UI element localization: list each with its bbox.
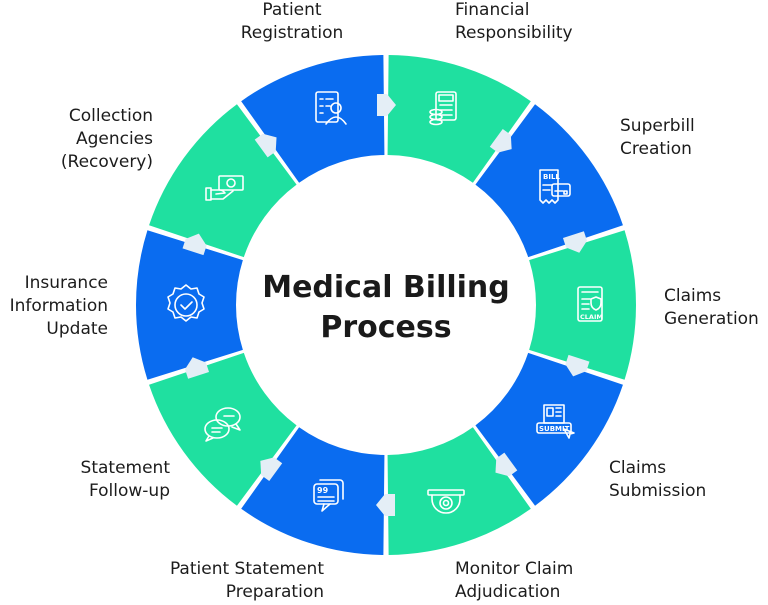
label-line: Superbill bbox=[620, 116, 695, 136]
flow-arrow-icon bbox=[377, 94, 396, 116]
label-line: (Recovery) bbox=[60, 152, 153, 172]
label-line: Generation bbox=[664, 309, 759, 329]
flow-arrow-icon bbox=[185, 357, 210, 379]
label-line: Registration bbox=[240, 23, 344, 43]
step-label-financial-responsibility: Financial Responsibility bbox=[455, 0, 573, 45]
diagram-title: Medical Billing Process bbox=[236, 268, 536, 348]
label-line: Preparation bbox=[225, 582, 324, 602]
svg-text:BILL: BILL bbox=[543, 173, 560, 181]
label-line: Insurance bbox=[24, 273, 108, 293]
ring-segment bbox=[529, 230, 637, 380]
flow-arrow-icon bbox=[182, 233, 207, 256]
label-line: Adjudication bbox=[455, 582, 561, 602]
step-label-claims-submission: Claims Submission bbox=[609, 457, 706, 503]
bill-card-icon: BILL bbox=[539, 169, 571, 204]
flow-arrow-icon bbox=[495, 452, 518, 477]
step-label-claims-generation: Claims Generation bbox=[664, 285, 759, 331]
label-line: Follow-up bbox=[88, 481, 170, 501]
camera-monitor-icon bbox=[427, 489, 465, 514]
svg-text:SUBMIT: SUBMIT bbox=[539, 425, 570, 433]
label-line: Financial bbox=[455, 0, 530, 20]
chat-bubbles-icon bbox=[204, 407, 241, 442]
step-label-insurance-information-update: Insurance Information Update bbox=[0, 272, 108, 341]
label-line: Responsibility bbox=[455, 23, 573, 43]
submit-icon: SUBMIT bbox=[536, 404, 575, 439]
ring-segment bbox=[241, 55, 385, 183]
flow-arrow-icon bbox=[562, 231, 587, 253]
verified-badge-icon bbox=[167, 284, 205, 322]
label-line: Agencies bbox=[75, 129, 153, 149]
ring-segment bbox=[241, 427, 385, 555]
quote-chat-icon: 99 bbox=[313, 479, 344, 512]
label-line: Monitor Claim bbox=[455, 559, 574, 579]
hand-money-icon bbox=[205, 175, 244, 201]
title-line-2: Process bbox=[320, 310, 452, 345]
patient-form-icon bbox=[315, 91, 347, 125]
step-label-statement-follow-up: Statement Follow-up bbox=[40, 457, 170, 503]
step-label-patient-statement-preparation: Patient Statement Preparation bbox=[140, 558, 324, 604]
label-line: Patient Statement bbox=[169, 559, 324, 579]
ring-segment bbox=[387, 427, 531, 555]
step-label-patient-registration: Patient Registration bbox=[222, 0, 362, 45]
ring-segment bbox=[475, 104, 623, 258]
flow-arrow-icon bbox=[260, 457, 283, 481]
claim-document-icon: CLAIM bbox=[577, 286, 603, 322]
ring-segment bbox=[149, 352, 297, 506]
label-line: Collection bbox=[68, 106, 153, 126]
svg-text:99: 99 bbox=[317, 486, 329, 495]
label-line: Patient bbox=[262, 0, 322, 20]
step-label-superbill-creation: Superbill Creation bbox=[620, 115, 695, 161]
ring-segment bbox=[387, 55, 531, 183]
label-line: Claims bbox=[664, 286, 722, 306]
flow-arrow-icon bbox=[565, 354, 590, 377]
label-line: Information bbox=[9, 296, 108, 316]
flow-arrow-icon bbox=[376, 494, 395, 516]
flow-arrow-icon bbox=[254, 133, 277, 158]
flow-arrow-icon bbox=[489, 129, 512, 153]
svg-text:CLAIM: CLAIM bbox=[580, 313, 603, 321]
step-label-monitor-claim-adjudication: Monitor Claim Adjudication bbox=[455, 558, 573, 604]
label-line: Statement bbox=[80, 458, 170, 478]
label-line: Claims bbox=[609, 458, 667, 478]
title-line-1: Medical Billing bbox=[262, 270, 510, 305]
step-label-collection-agencies: Collection Agencies (Recovery) bbox=[20, 105, 153, 174]
label-line: Submission bbox=[609, 481, 707, 501]
label-line: Update bbox=[46, 319, 108, 339]
label-line: Creation bbox=[620, 139, 692, 159]
calculator-coins-icon bbox=[429, 91, 457, 126]
